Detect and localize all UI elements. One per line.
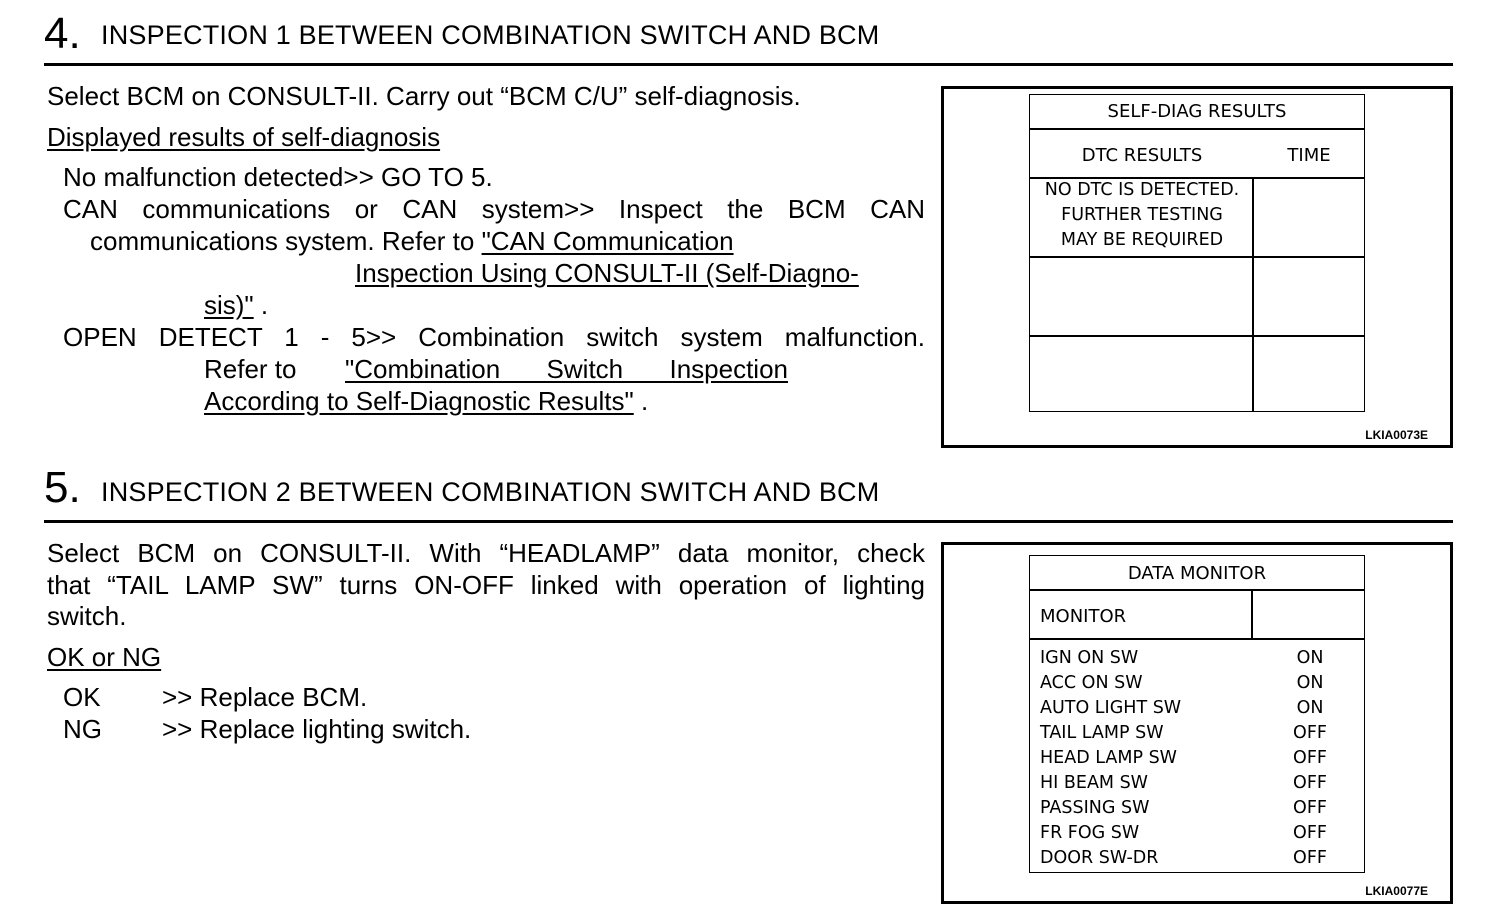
step-5-intro-line3: switch. <box>47 601 127 631</box>
monitor-item-name: HI BEAM SW <box>1040 773 1148 793</box>
no-dtc-message-line1: NO DTC IS DETECTED. <box>1044 180 1240 200</box>
monitor-item-value: OFF <box>1293 848 1327 868</box>
monitor-item-name: IGN ON SW <box>1040 648 1139 668</box>
step-5-intro-line1: Select BCM on CONSULT-II. With “HEADLAMP… <box>47 538 925 568</box>
ok-action: >> Replace BCM. <box>162 682 368 712</box>
ng-label: NG <box>63 714 102 744</box>
monitor-item-value: OFF <box>1293 748 1327 768</box>
self-diag-results-figure: SELF-DIAG RESULTS DTC RESULTS TIME NO DT… <box>941 86 1453 448</box>
step-4-result-open-detect-line3: According to Self-Diagnostic Results" . <box>204 385 648 417</box>
step-4-title: INSPECTION 1 BETWEEN COMBINATION SWITCH … <box>101 20 880 50</box>
monitor-item-name: ACC ON SW <box>1040 673 1143 693</box>
monitor-item-value: ON <box>1296 648 1324 668</box>
dtc-results-column: DTC RESULTS <box>1081 145 1203 166</box>
no-dtc-message-line2: FURTHER TESTING <box>1061 205 1223 225</box>
step-4-result-open-detect-end: . <box>633 386 649 416</box>
screen-column-divider <box>1252 177 1254 411</box>
monitor-item-name: HEAD LAMP SW <box>1040 748 1177 768</box>
monitor-item-value: OFF <box>1293 773 1327 793</box>
step-4-intro: Select BCM on CONSULT-II. Carry out “BCM… <box>47 81 801 111</box>
step-5-title: INSPECTION 2 BETWEEN COMBINATION SWITCH … <box>101 477 880 507</box>
data-monitor-screen: DATA MONITOR MONITOR IGN ON SW ON ACC ON S… <box>1029 555 1365 873</box>
monitor-item-value: OFF <box>1293 723 1327 743</box>
screen-divider <box>1030 335 1364 337</box>
monitor-item-name: DOOR SW-DR <box>1040 848 1159 868</box>
screen-divider <box>1030 638 1364 640</box>
monitor-column: MONITOR <box>1040 606 1127 627</box>
monitor-item-name: PASSING SW <box>1040 798 1150 818</box>
monitor-item-value: ON <box>1296 673 1324 693</box>
monitor-item-name: FR FOG SW <box>1040 823 1140 843</box>
step-4-result-can-line1: CAN communications or CAN system>> Inspe… <box>63 194 925 224</box>
screen-column-divider <box>1251 589 1253 639</box>
combination-switch-link-part2[interactable]: According to Self-Diagnostic Results" <box>204 386 634 416</box>
step-5-divider <box>44 520 1453 523</box>
self-diag-results-header: SELF-DIAG RESULTS <box>1107 101 1287 122</box>
screen-divider <box>1030 128 1364 130</box>
monitor-item-value: OFF <box>1293 798 1327 818</box>
step-4-result-can-line4: sis)" . <box>204 289 268 321</box>
monitor-item-name: AUTO LIGHT SW <box>1040 698 1182 718</box>
data-monitor-header: DATA MONITOR <box>1127 563 1267 584</box>
step-4-result-open-detect-line1: OPEN DETECT 1 - 5>> Combination switch s… <box>63 322 925 352</box>
step-4-refer-text: Refer to <box>204 354 297 384</box>
monitor-item-value: ON <box>1296 698 1324 718</box>
step-4-divider <box>44 63 1453 66</box>
screen-divider <box>1030 177 1364 179</box>
figure-id: LKIA0073E <box>1365 428 1428 442</box>
step-4-result-no-malfunction: No malfunction detected>> GO TO 5. <box>63 162 493 192</box>
step-4-result-open-detect-line2: Refer to "Combination Switch Inspection <box>204 353 788 385</box>
step-5-number: 5. <box>44 463 81 512</box>
can-communication-link-part3[interactable]: sis)" <box>204 290 254 320</box>
step-4-result-can-end: . <box>253 290 269 320</box>
ng-action: >> Replace lighting switch. <box>162 714 472 744</box>
time-column: TIME <box>1287 145 1331 166</box>
step-4-result-can-line2: communications system. Refer to "CAN Com… <box>90 225 734 257</box>
step-5-results-heading: OK or NG <box>47 642 162 672</box>
self-diag-results-screen: SELF-DIAG RESULTS DTC RESULTS TIME NO DT… <box>1029 94 1365 412</box>
screen-divider <box>1030 589 1364 591</box>
step-4-number: 4. <box>44 9 81 58</box>
figure-id: LKIA0077E <box>1365 884 1428 898</box>
step-5-intro-line2: that “TAIL LAMP SW” turns ON-OFF linked … <box>47 570 925 600</box>
step-4-results-heading: Displayed results of self-diagnosis <box>47 122 441 152</box>
ok-label: OK <box>63 682 101 712</box>
combination-switch-link-part1[interactable]: "Combination Switch Inspection <box>345 354 788 384</box>
can-communication-link-part2[interactable]: Inspection Using CONSULT-II (Self-Diagno… <box>355 258 859 288</box>
step-4-result-can-line3: Inspection Using CONSULT-II (Self-Diagno… <box>355 257 859 289</box>
can-communication-link-part1[interactable]: "CAN Communication <box>481 226 734 256</box>
monitor-item-name: TAIL LAMP SW <box>1040 723 1164 743</box>
data-monitor-figure: DATA MONITOR MONITOR IGN ON SW ON ACC ON S… <box>941 542 1453 904</box>
no-dtc-message-line3: MAY BE REQUIRED <box>1060 230 1224 250</box>
screen-divider <box>1030 256 1364 258</box>
step-4-result-can-text: communications system. Refer to <box>90 226 482 256</box>
monitor-item-value: OFF <box>1293 823 1327 843</box>
